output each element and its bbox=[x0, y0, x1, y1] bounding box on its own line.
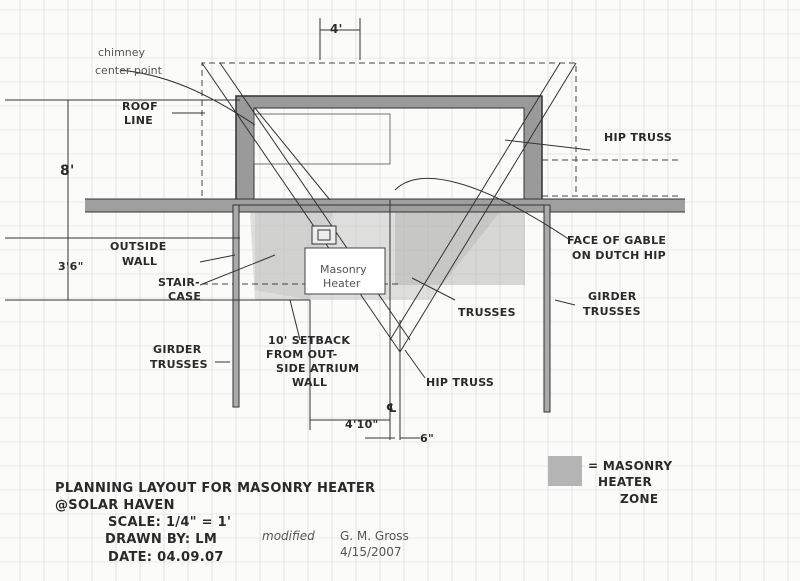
labels: 4' chimney center point ROOF LINE 8' OUT… bbox=[58, 22, 672, 506]
dim-6in: 6" bbox=[420, 432, 434, 445]
modified-author: G. M. Gross bbox=[340, 529, 409, 543]
setback-label-3: SIDE ATRIUM bbox=[276, 362, 359, 375]
legend-label-2: HEATER bbox=[598, 475, 652, 489]
legend-label-3: ZONE bbox=[620, 492, 658, 506]
date-label: DATE: 04.09.07 bbox=[108, 550, 224, 565]
roof-line-outline bbox=[235, 95, 543, 205]
outside-wall-label-2: WALL bbox=[122, 255, 157, 268]
title-block: PLANNING LAYOUT FOR MASONRY HEATER @SOLA… bbox=[55, 481, 409, 565]
girder-left-label-2: TRUSSES bbox=[150, 358, 208, 371]
girder-trusses bbox=[232, 204, 551, 413]
roof-line-label-2: LINE bbox=[124, 114, 153, 127]
chimney-label-line1: chimney bbox=[98, 46, 146, 59]
setback-label-1: 10' SETBACK bbox=[268, 334, 350, 347]
drawn-by-label: DRAWN BY: LM bbox=[105, 532, 217, 547]
leader-lines bbox=[119, 69, 591, 379]
dim-8ft: 8' bbox=[60, 163, 75, 179]
legend-label-1: = MASONRY bbox=[588, 459, 672, 473]
dim-4ft10: 4'10" bbox=[345, 418, 379, 431]
modified-label: modified bbox=[262, 529, 315, 543]
setback-label-2: FROM OUT- bbox=[266, 348, 338, 361]
dim-3ft6: 3'6" bbox=[58, 260, 84, 273]
roof-line-label-1: ROOF bbox=[122, 100, 158, 113]
masonry-heater-box bbox=[304, 225, 386, 295]
girder-right-label-2: TRUSSES bbox=[583, 305, 641, 318]
modified-date: 4/15/2007 bbox=[340, 545, 402, 559]
chimney-label-line2: center point bbox=[95, 64, 163, 77]
trusses-label: TRUSSES bbox=[458, 306, 516, 319]
legend-swatch bbox=[548, 456, 582, 486]
hip-truss-label-top: HIP TRUSS bbox=[604, 131, 672, 144]
title-line-1: PLANNING LAYOUT FOR MASONRY HEATER bbox=[55, 481, 375, 496]
dimension-lines bbox=[5, 18, 420, 440]
hip-truss-lines bbox=[201, 62, 577, 353]
centerline-symbol: ℄ bbox=[386, 401, 397, 415]
scale-label: SCALE: 1/4" = 1' bbox=[108, 515, 231, 530]
girder-right-label-1: GIRDER bbox=[588, 290, 637, 303]
staircase-label-1: STAIR- bbox=[158, 276, 200, 289]
masonry-heater-label-1: Masonry bbox=[320, 263, 367, 276]
outside-wall-label-1: OUTSIDE bbox=[110, 240, 167, 253]
title-line-2: @SOLAR HAVEN bbox=[55, 498, 175, 513]
girder-left-label-1: GIRDER bbox=[153, 343, 202, 356]
masonry-heater-label-2: Heater bbox=[323, 277, 361, 290]
setback-label-4: WALL bbox=[292, 376, 327, 389]
heater-zone-shading bbox=[250, 205, 525, 300]
outside-wall bbox=[85, 198, 685, 213]
face-of-gable-label-1: FACE OF GABLE bbox=[567, 234, 666, 247]
face-of-gable-label-2: ON DUTCH HIP bbox=[572, 249, 666, 262]
hip-truss-label-bottom: HIP TRUSS bbox=[426, 376, 494, 389]
staircase-label-2: CASE bbox=[168, 290, 201, 303]
dim-4ft: 4' bbox=[330, 22, 343, 36]
